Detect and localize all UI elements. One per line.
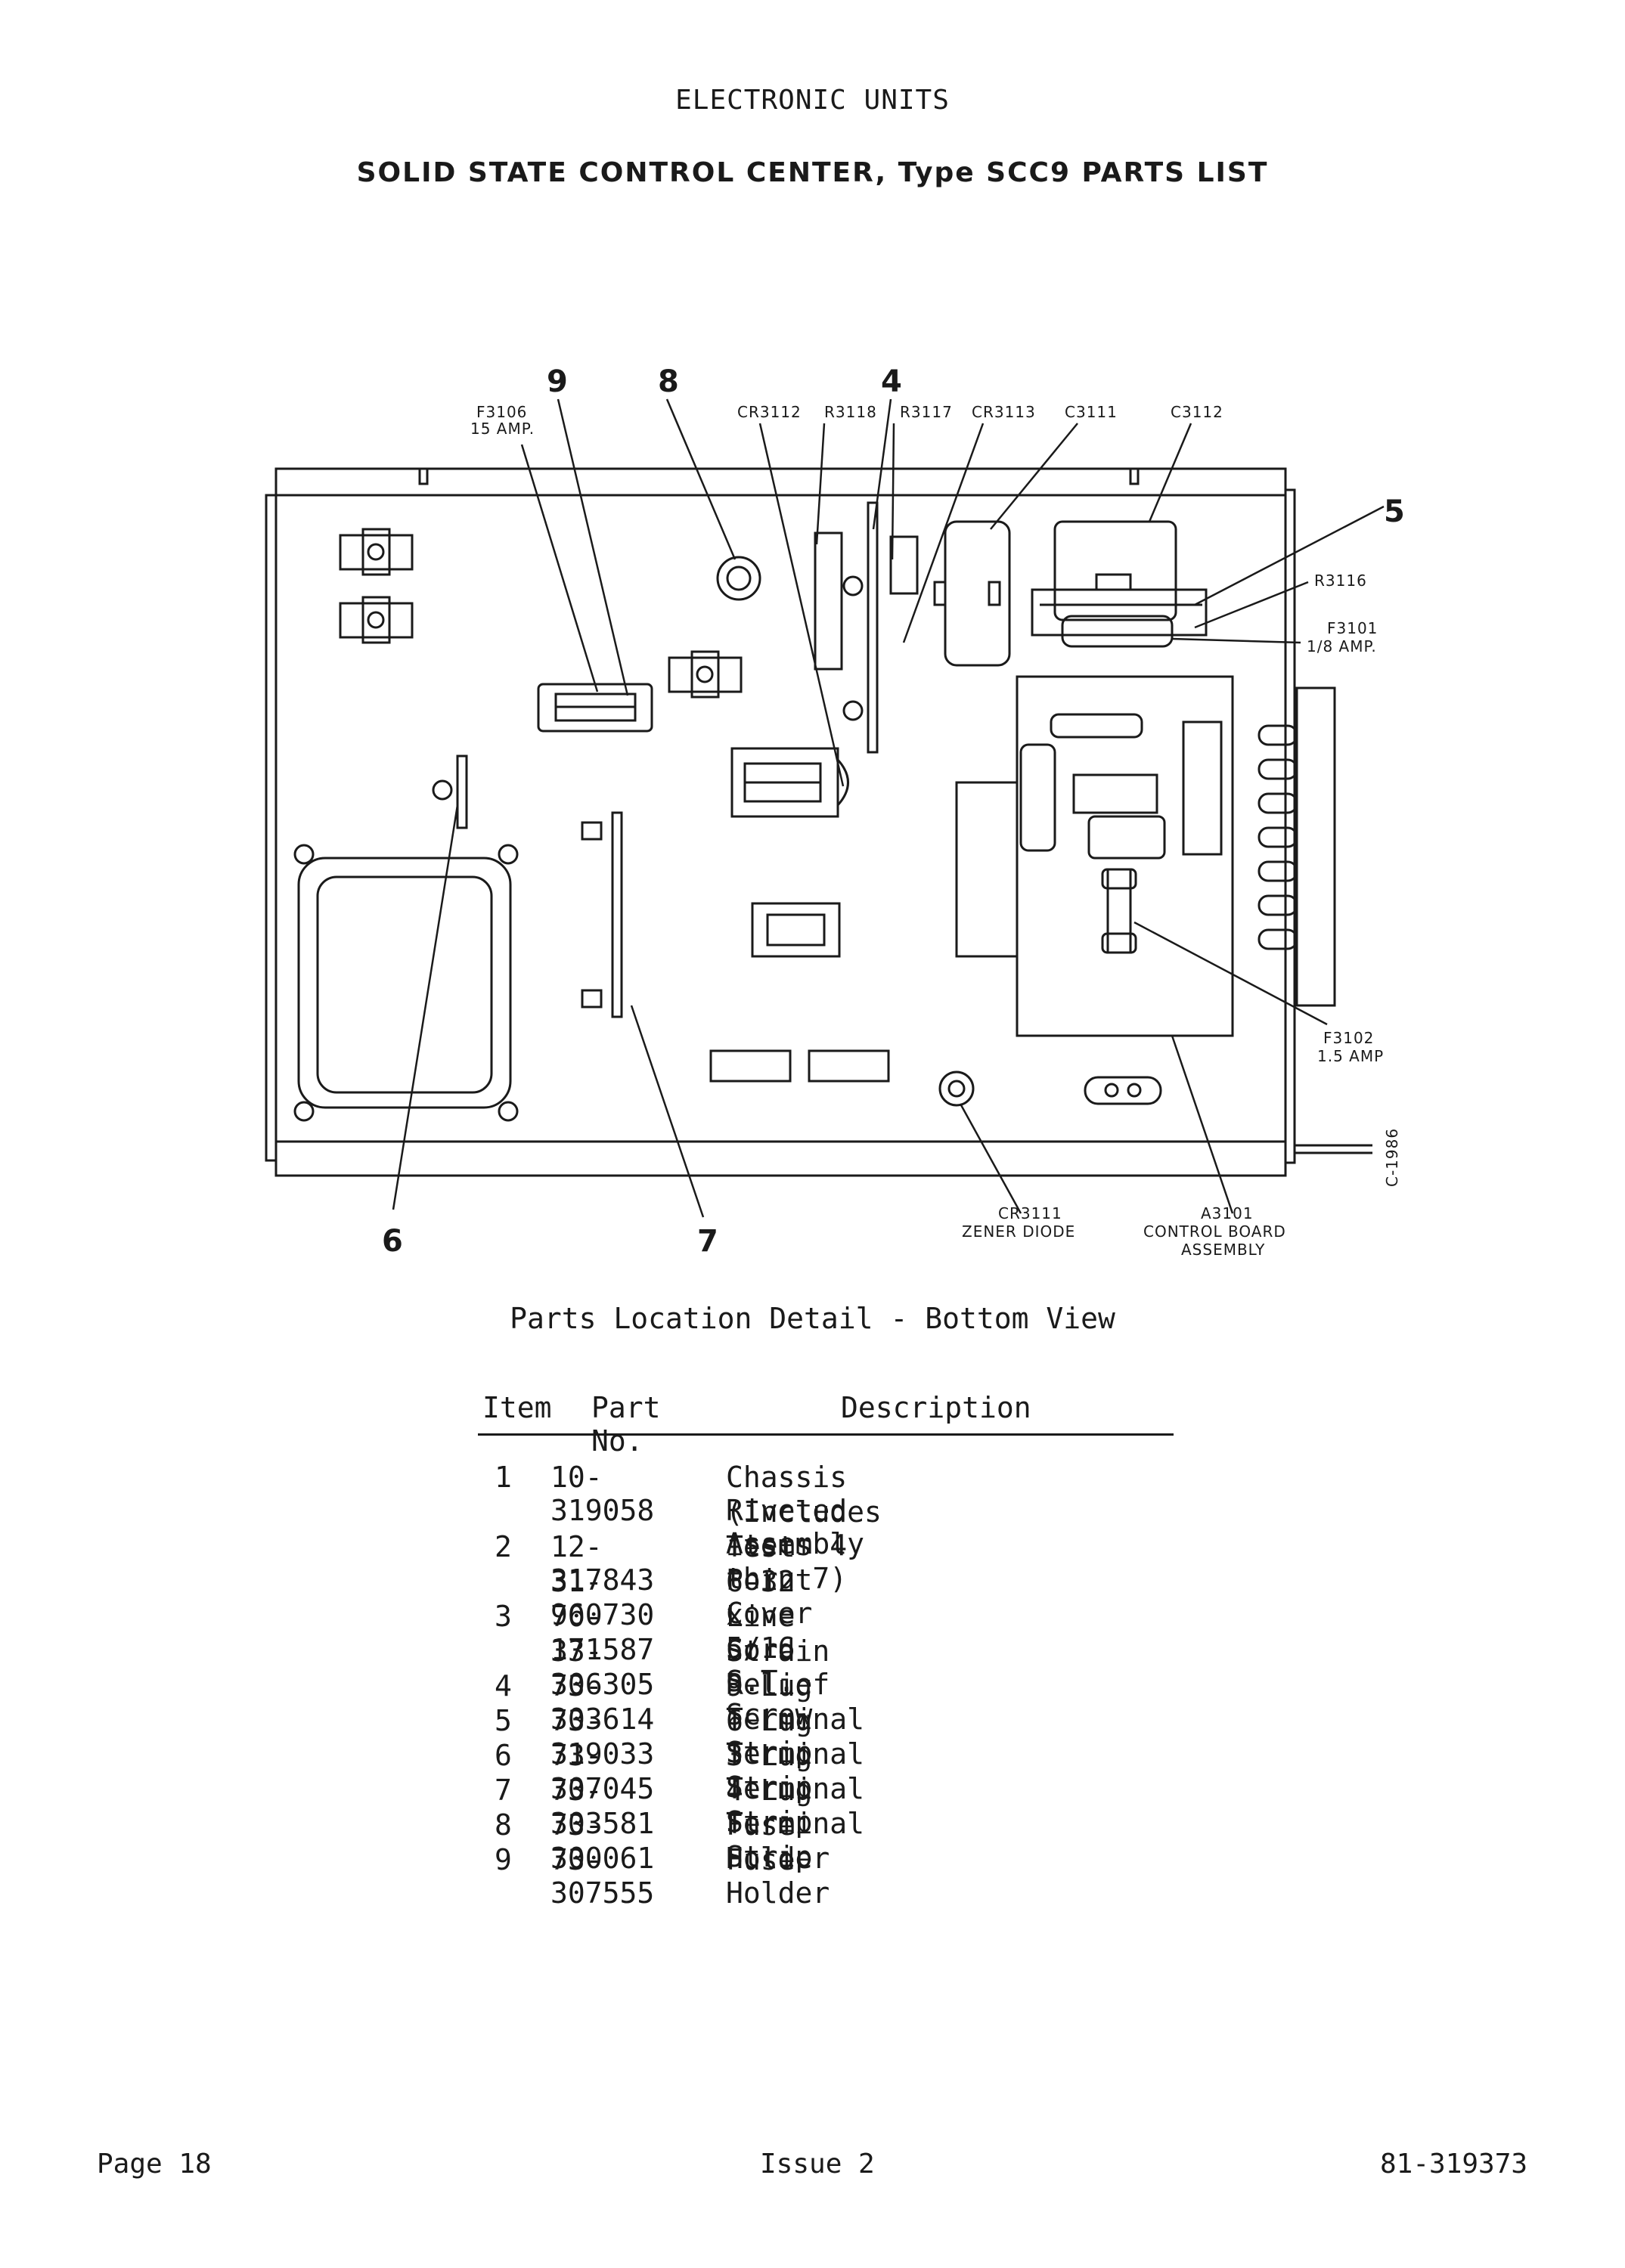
part-description: Fuse Holder [726,1808,830,1875]
callout-9: 9 [547,364,568,399]
capacitor-c3112 [1053,520,1177,621]
item-number: 6 [495,1739,512,1772]
label-r3118: R3118 [824,403,877,421]
label-f3102: F3102 [1323,1029,1374,1047]
terminal-strip-9-lug [867,501,879,754]
part-description: 6 Lug Terminal Strip [726,1704,865,1804]
parts-location-diagram: 9 8 4 5 6 7 F3106 15 AMP. CR3112 R3118 R… [265,364,1405,1259]
document-title: SOLID STATE CONTROL CENTER, Type SCC9 PA… [356,157,1269,188]
line-cord-opening [297,857,512,1109]
label-cr3113: CR3113 [972,403,1036,421]
part-number: 73-303614 [550,1669,655,1736]
label-cr3111-desc: ZENER DIODE [962,1222,1075,1241]
callout-7: 7 [697,1224,718,1259]
part-number: 73-300061 [550,1808,655,1875]
header-rule [478,1433,1174,1436]
part-number: 73-307045 [550,1739,655,1805]
terminal-strip-4-lug [611,811,623,1018]
page-number: Page 18 [97,2149,212,2180]
item-number: 8 [495,1808,512,1842]
label-f3106: F3106 [476,403,527,421]
header-description: Description [841,1391,1031,1424]
part-number: 70-171587 [550,1600,655,1666]
label-cr3111: CR3111 [998,1204,1062,1222]
part-description: Chassis Riveted Assembly [726,1461,865,1560]
part-description: Line Cord [726,1600,795,1666]
label-f3106-rating: 15 AMP. [470,420,535,438]
item-number: 2 [495,1530,512,1563]
label-c3112: C3112 [1171,403,1223,421]
callout-6: 6 [382,1224,403,1259]
part-description: 3 Lug Terminal Strip [726,1739,865,1839]
item-number: 4 [495,1669,512,1703]
part-number: 12-317843 [550,1530,655,1597]
label-cr3112: CR3112 [737,403,802,421]
label-a3101: A3101 [1201,1204,1254,1222]
part-number: 73-303581 [550,1774,655,1840]
label-a3101-desc2: ASSEMBLY [1181,1241,1265,1259]
part-description: 4 Lug Terminal Strip [726,1774,865,1873]
section-heading: ELECTRONIC UNITS [675,85,950,116]
item-number: 5 [495,1704,512,1737]
header-item: Item [482,1391,552,1424]
header-part-no: Part No. [591,1391,661,1458]
figure-caption: Parts Location Detail - Bottom View [510,1302,1115,1335]
label-c3111: C3111 [1065,403,1118,421]
item-number: 3 [495,1600,512,1633]
callout-8: 8 [658,364,679,399]
issue-number: Issue 2 [760,2149,875,2180]
part-number: 33-306305 [550,1634,655,1701]
part-number: 73-319033 [550,1704,655,1771]
callout-5: 5 [1384,494,1405,529]
zener-diode-cr3111 [938,1070,975,1107]
fuse-holder-8 [716,556,761,601]
part-description: Fuse Holder [726,1843,830,1910]
label-f3102-rating: 1.5 AMP [1317,1047,1384,1065]
control-board-a3101 [1016,675,1234,1037]
part-number: 10-319058 [550,1461,655,1527]
label-r3117: R3117 [900,403,953,421]
part-description: 6-32 x 5/16 S.T. Screw [726,1565,813,1731]
label-f3101: F3101 [1327,619,1378,637]
callout-4: 4 [881,364,902,399]
item-number: 9 [495,1843,512,1876]
item-number: 1 [495,1461,512,1494]
part-description: Strain Relief [726,1634,830,1701]
part-number: 31-960730 [550,1565,655,1631]
document-number: 81-319373 [1380,2149,1528,2180]
label-f3101-rating: 1/8 AMP. [1307,637,1377,655]
part-number: 73-307555 [550,1843,655,1910]
label-r3116: R3116 [1314,572,1367,590]
part-description: Test Point Cover [726,1530,813,1630]
chassis-outline [274,467,1287,1177]
item-number: 7 [495,1774,512,1807]
part-description: 9 Lug Terminal Strip [726,1669,865,1769]
terminal-strip-3-lug [456,754,468,829]
label-a3101-desc: CONTROL BOARD [1143,1222,1286,1241]
drawing-number: C-1986 [1383,1128,1401,1187]
part-description: (Includes items 4 thru 7) [726,1495,882,1595]
